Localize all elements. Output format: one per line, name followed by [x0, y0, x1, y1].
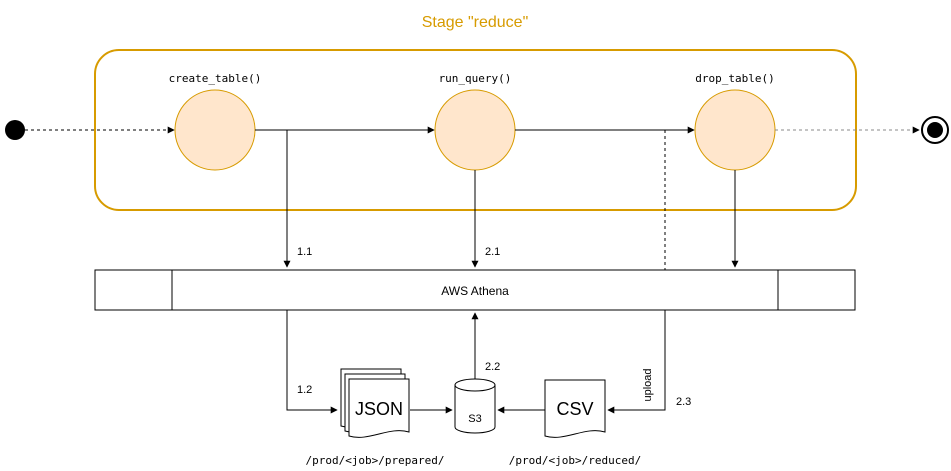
edge-2-2-label: 2.2: [485, 361, 500, 373]
create-table-label: create_table(): [169, 72, 262, 85]
csv-document[interactable]: [544, 379, 606, 438]
json-label: JSON: [355, 399, 403, 419]
json-document[interactable]: [340, 368, 410, 438]
stage-title: Stage "reduce": [422, 14, 529, 31]
edge-2-1-label: 2.1: [485, 246, 500, 258]
start-node[interactable]: [5, 120, 25, 140]
drop-table-label: drop_table(): [695, 72, 774, 85]
athena-bar[interactable]: [94, 269, 856, 311]
s3-label: S3: [468, 413, 481, 425]
drop-table-node[interactable]: [694, 89, 776, 171]
edge-2-3-label: 2.3: [676, 396, 691, 408]
end-node-inner: [927, 122, 943, 138]
edge-1-2: [286, 310, 338, 414]
edge-1-2-label: 1.2: [297, 384, 312, 396]
edge-1-1-label: 1.1: [297, 246, 312, 258]
athena-label: AWS Athena: [441, 284, 509, 298]
s3-bucket[interactable]: [454, 378, 496, 434]
prepared-path: /prod/<job>/prepared/: [305, 454, 444, 467]
edge-2-3: [607, 310, 666, 414]
upload-label: upload: [642, 368, 654, 401]
csv-label: CSV: [556, 399, 593, 419]
reduced-path: /prod/<job>/reduced/: [509, 454, 641, 467]
run-query-label: run_query(): [439, 72, 512, 85]
create-table-node[interactable]: [174, 89, 256, 171]
run-query-node[interactable]: [434, 89, 516, 171]
